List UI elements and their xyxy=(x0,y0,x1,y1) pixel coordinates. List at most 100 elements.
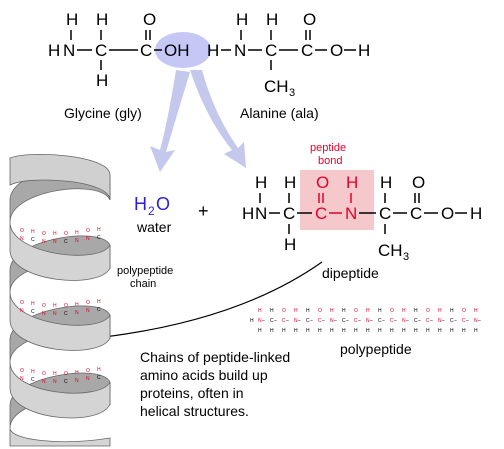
helix-atom: N xyxy=(20,376,24,382)
dip-c-3: C xyxy=(410,204,422,223)
helix-atom: O xyxy=(20,368,24,374)
helix-atom: C xyxy=(64,379,68,385)
mini-chain-atom: H xyxy=(474,308,478,314)
mini-chain-atom: C xyxy=(414,318,418,324)
gly-oh: OH xyxy=(164,41,190,60)
helix-atom: H xyxy=(31,369,35,375)
water-h: H xyxy=(134,194,147,214)
alanine-label: Alanine (ala) xyxy=(240,105,319,121)
ala-h-top-2: H xyxy=(266,10,278,29)
mini-chain-bond: – xyxy=(358,318,361,324)
gly-c-alpha: C xyxy=(95,41,107,60)
mini-chain-atom: H xyxy=(414,328,418,334)
helix-atom: C xyxy=(97,375,101,381)
mini-chain-bond: – xyxy=(262,318,265,324)
helix-atom: O xyxy=(20,228,24,234)
mini-chain-atom: H xyxy=(270,308,274,314)
mini-chain-atom: H xyxy=(258,328,262,334)
mini-chain-bond: – xyxy=(418,318,421,324)
dip-h-top-3: H xyxy=(380,173,392,192)
caption-line-1: Chains of peptide-linked xyxy=(140,349,290,365)
dip-c-1: C xyxy=(283,204,295,223)
water-subscript: 2 xyxy=(148,204,155,218)
mini-chain-atom: C xyxy=(342,318,346,324)
helix-atom: H xyxy=(97,299,101,305)
ala-h-n: H xyxy=(207,41,219,60)
helix-atom: N xyxy=(75,310,79,316)
gly-h-n: H xyxy=(48,41,60,60)
mini-chain-atom: H xyxy=(462,328,466,334)
mini-chain-atom: N xyxy=(474,318,478,324)
helix-atom: H xyxy=(31,301,35,307)
helix-atom: O xyxy=(42,303,46,309)
helix-atom: H xyxy=(97,367,101,373)
mini-chain-atom: H xyxy=(258,308,262,314)
mini-chain-atom: H xyxy=(402,328,406,334)
helix-atom: H xyxy=(53,231,57,237)
mini-chain-atom: H xyxy=(438,328,442,334)
mini-chain-atom: C xyxy=(390,318,394,324)
mini-chain-atom: H xyxy=(318,328,322,334)
helix-atom: O xyxy=(64,371,68,377)
glycine-structure: H H O H N C C OH H xyxy=(48,10,190,90)
mini-chain-atom: H xyxy=(450,308,454,314)
mini-chain-atom: N xyxy=(438,318,442,324)
helix-atom: N xyxy=(53,379,57,385)
helix-atom: H xyxy=(53,371,57,377)
mini-chain-bond: – xyxy=(466,318,469,324)
mini-chain-atom: C xyxy=(378,318,382,324)
helix-atom: H xyxy=(53,303,57,309)
helix-atom: O xyxy=(86,300,90,306)
mini-chain-atom: H xyxy=(438,308,442,314)
mini-chain-atom: H xyxy=(414,308,418,314)
mini-chain-bond: – xyxy=(346,318,349,324)
mini-chain-atom: O xyxy=(390,308,394,314)
helix-atom: N xyxy=(42,239,46,245)
mini-chain-atom: C xyxy=(318,318,322,324)
helix-atom: N xyxy=(20,308,24,314)
helix-atom: H xyxy=(75,302,79,308)
mini-chain-atom: H xyxy=(366,328,370,334)
mini-chain-bond: – xyxy=(394,318,397,324)
dip-h-top-1: H xyxy=(255,173,267,192)
helix-atom: N xyxy=(42,311,46,317)
gly-h-bottom: H xyxy=(96,71,108,90)
mini-chain-bond: – xyxy=(442,318,445,324)
mini-chain-bond: – xyxy=(406,318,409,324)
mini-chain-atom: H xyxy=(378,308,382,314)
helix-atom: N xyxy=(75,378,79,384)
mini-chain-bond: – xyxy=(430,318,433,324)
dip-o-top: O xyxy=(412,173,425,192)
helix-atom: O xyxy=(64,303,68,309)
helix-atom: N xyxy=(20,236,24,242)
dip-h-top-2: H xyxy=(284,173,296,192)
mini-chain-atom: H xyxy=(330,308,334,314)
mini-chain-atom: O xyxy=(426,308,430,314)
mini-chain-bond: – xyxy=(274,318,277,324)
mini-chain-atom: H xyxy=(402,308,406,314)
peptide-bond-label-1: peptide xyxy=(310,142,346,154)
mini-chain-atom: H xyxy=(294,308,298,314)
helix-atom: C xyxy=(31,377,35,383)
mini-chain-atom: H xyxy=(330,328,334,334)
mini-chain-atom: H xyxy=(306,308,310,314)
mini-chain-atom: H xyxy=(250,318,254,324)
gly-h-top-1: H xyxy=(66,10,78,29)
ala-c-carboxyl: C xyxy=(301,41,313,60)
mini-chain-bond: – xyxy=(454,318,457,324)
alpha-helix-ribbon xyxy=(9,154,111,447)
helix-atom: N xyxy=(86,308,90,314)
reaction-arrows xyxy=(150,70,246,172)
helix-atom: H xyxy=(97,227,101,233)
mini-chain-atom: H xyxy=(390,328,394,334)
helix-atom: C xyxy=(31,309,35,315)
mini-chain-bond: – xyxy=(382,318,385,324)
mini-chain-atom: H xyxy=(450,328,454,334)
mini-chain-atom: C xyxy=(306,318,310,324)
mini-chain-atom: O xyxy=(282,308,286,314)
ala-h-end: H xyxy=(358,41,370,60)
helix-atom: N xyxy=(53,311,57,317)
mini-chain-atom: N xyxy=(330,318,334,324)
helix-atom: N xyxy=(53,239,57,245)
